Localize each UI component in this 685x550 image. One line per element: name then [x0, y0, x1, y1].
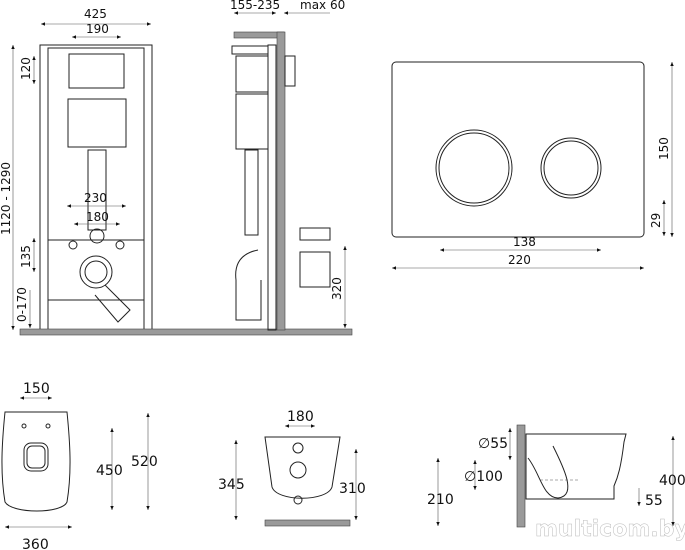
dim-138: 138: [513, 235, 536, 249]
dim-320: 320: [330, 277, 344, 300]
dim-0-170: 0-170: [15, 287, 29, 322]
dim-230: 230: [84, 191, 107, 205]
dim-425: 425: [84, 7, 107, 21]
dim-360: 360: [22, 537, 49, 550]
dim-outlet-100: ∅100: [464, 469, 503, 485]
dim-180: 180: [86, 210, 109, 224]
watermark: multicom.by: [535, 517, 685, 542]
dim-345: 345: [218, 477, 245, 493]
dim-190: 190: [86, 22, 109, 36]
dim-520: 520: [131, 454, 158, 470]
dim-180-bolts: 180: [287, 409, 314, 425]
bowl-top-dimensions: 150 450 520 360: [4, 381, 158, 550]
frame-front-view: [19, 44, 353, 336]
dim-220: 220: [508, 253, 531, 267]
bowl-back-view: [264, 436, 351, 527]
dim-450: 450: [96, 463, 123, 479]
dim-max-60: max 60: [300, 0, 345, 12]
dim-310: 310: [339, 481, 366, 497]
dim-inlet-55: ∅55: [478, 436, 508, 452]
frame-side-view: [231, 31, 331, 331]
dim-55-bottom: 55: [645, 493, 663, 509]
dim-400: 400: [659, 473, 685, 489]
dim-210: 210: [427, 492, 454, 508]
bowl-side-dimensions: ∅55 ∅100 210 400 55: [427, 428, 685, 526]
frame-front-dimensions: 425 190 120 1120 - 1290 230 180 135 0-17…: [0, 7, 151, 330]
dim-120: 120: [19, 57, 33, 80]
flush-plate: [391, 61, 645, 238]
bowl-top-view: [1, 411, 71, 512]
dim-150-seat: 150: [23, 381, 50, 397]
dim-1120-1290: 1120 - 1290: [0, 162, 13, 235]
dim-135: 135: [19, 245, 33, 268]
frame-side-dimensions: 155-235 max 60 320: [230, 0, 347, 328]
dim-155-235: 155-235: [230, 0, 280, 12]
bowl-back-dimensions: 180 345 310: [218, 409, 366, 520]
dim-150-plate: 150: [657, 137, 671, 160]
dim-29: 29: [649, 213, 663, 228]
bowl-side-view: [516, 424, 627, 528]
flush-plate-dimensions: 150 29 138 220: [392, 62, 674, 270]
